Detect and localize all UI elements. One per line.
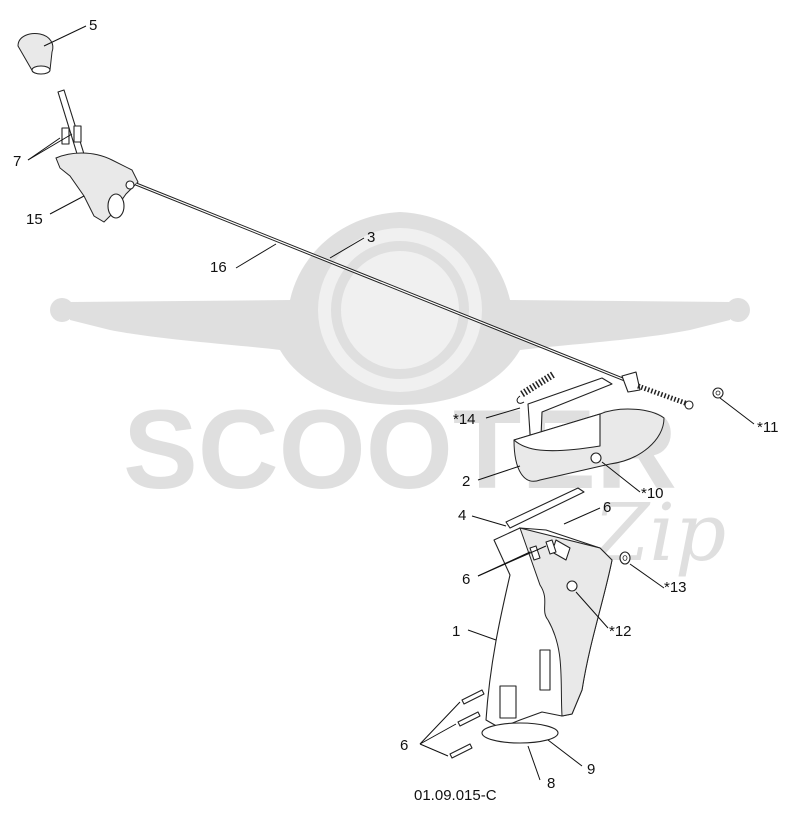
part-chute — [481, 527, 613, 744]
part-bolts-6 — [449, 539, 557, 759]
part-nut-11 — [712, 387, 724, 399]
part-cable-rod — [135, 182, 694, 410]
callout-9: 9 — [587, 761, 595, 778]
callout-6-top: 6 — [603, 499, 611, 516]
diagram-code: 01.09.015-C — [414, 787, 497, 804]
callout-8: 8 — [547, 775, 555, 792]
part-washer-13 — [619, 551, 631, 565]
watermark-logo: SCOOTER Zip — [50, 212, 750, 579]
part-spring — [516, 371, 556, 404]
callout-16: 16 — [210, 259, 227, 276]
callout-6-bottom: 6 — [400, 737, 408, 754]
callout-1: 1 — [452, 623, 460, 640]
part-deflector — [513, 377, 665, 482]
callout-12: *12 — [609, 623, 632, 640]
leader-lines — [27, 25, 755, 781]
watermark-script: Zip — [591, 486, 726, 579]
callout-7: 7 — [13, 153, 21, 170]
callout-6-mid: 6 — [462, 571, 470, 588]
part-lever-assembly — [55, 89, 139, 223]
callout-labels: 5 7 15 3 16 *11 *14 2 *10 4 6 6 *13 1 *1… — [13, 17, 778, 804]
callout-5: 5 — [89, 17, 97, 34]
callout-15: 15 — [26, 211, 43, 228]
callout-13: *13 — [664, 579, 687, 596]
part-knob — [17, 33, 54, 75]
part-plate — [505, 487, 585, 529]
callout-10: *10 — [641, 485, 664, 502]
callout-2: 2 — [462, 473, 470, 490]
callout-3: 3 — [367, 229, 375, 246]
callout-4: 4 — [458, 507, 466, 524]
callout-11: *11 — [757, 419, 778, 436]
callout-14: *14 — [453, 411, 476, 428]
